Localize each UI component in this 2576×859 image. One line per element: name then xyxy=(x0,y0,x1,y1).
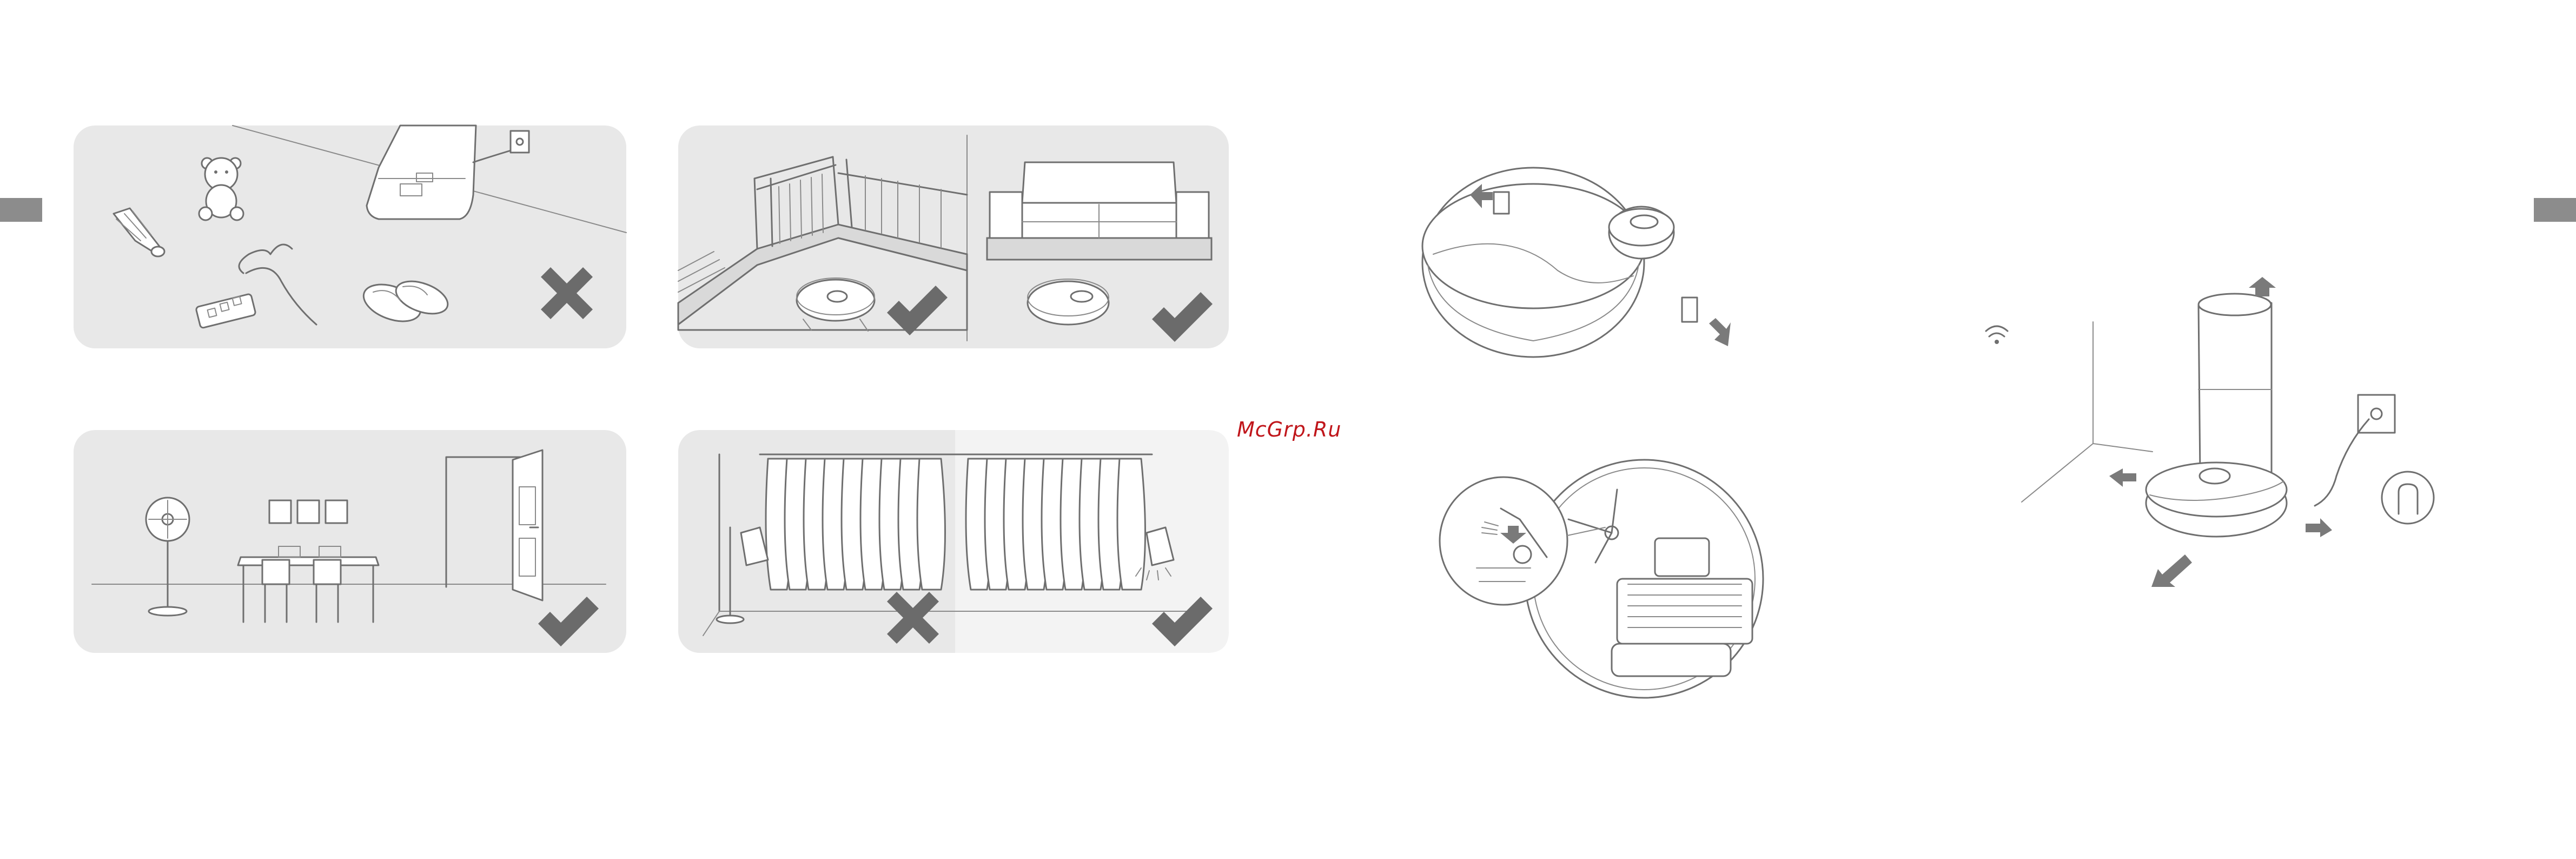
wall-frames-illustration xyxy=(269,500,347,523)
arrow-right-icon xyxy=(2306,518,2332,537)
arrow-up-icon xyxy=(2249,277,2276,296)
curtain-right-illustration xyxy=(966,459,1145,590)
panel-dining-room xyxy=(74,430,626,653)
panel-obstacles-floor xyxy=(74,125,626,348)
diagram-dock-clearance xyxy=(1986,277,2434,587)
arrow-down-left-icon xyxy=(2151,554,2192,587)
arrow-down-right-icon xyxy=(1709,318,1731,346)
diagram-install-side-brush xyxy=(1440,460,1763,698)
magnifier-icon xyxy=(1440,477,1567,605)
curtain-left-illustration xyxy=(766,459,945,590)
diagram-remove-bumper-protectors xyxy=(1422,168,1731,357)
panel-stairs-and-sofa xyxy=(678,125,1229,348)
panel-curtains xyxy=(678,430,1229,653)
wifi-icon xyxy=(1986,326,2008,344)
arrow-left-icon xyxy=(2109,468,2136,487)
